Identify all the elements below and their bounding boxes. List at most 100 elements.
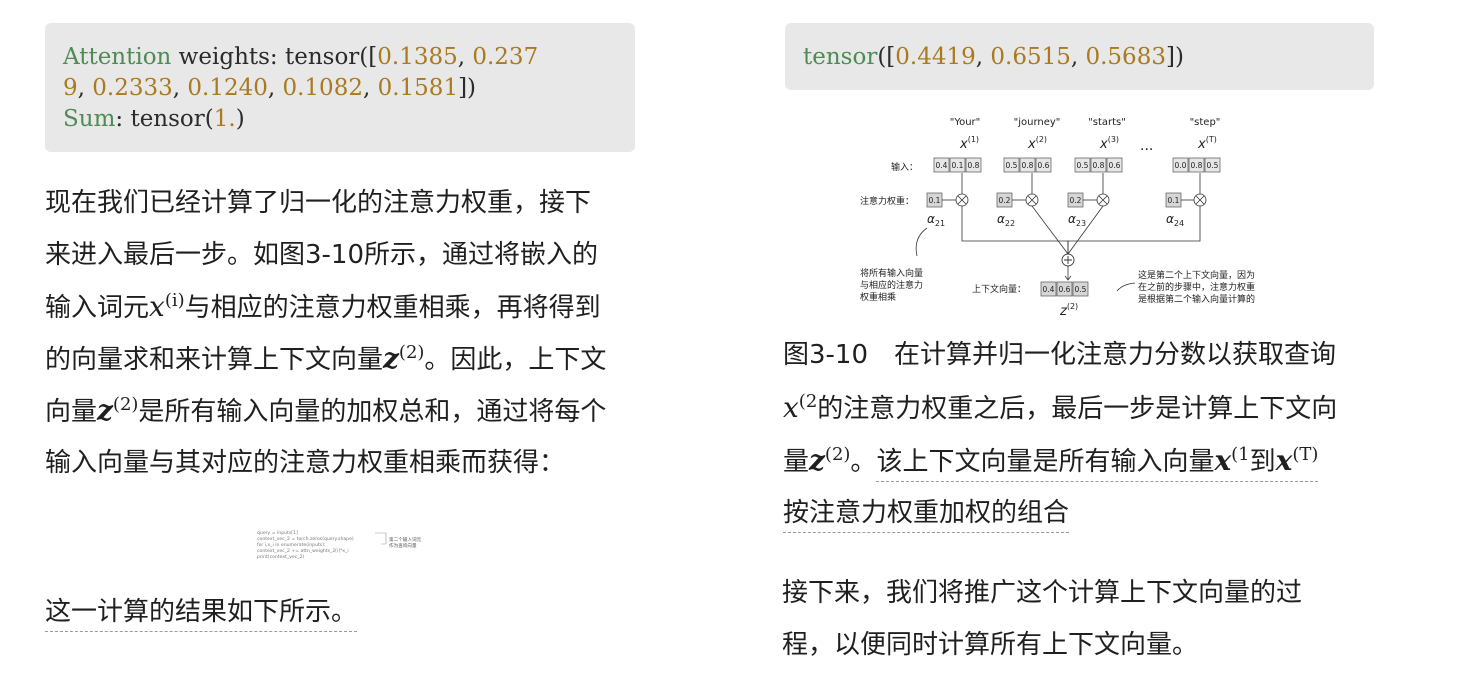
- input-value: 0.1: [952, 161, 964, 170]
- context-value: 0.5: [1075, 285, 1087, 294]
- alpha-label: α21: [927, 212, 945, 228]
- input-row-label: 输入：: [891, 161, 918, 173]
- x-label: x(3): [1099, 135, 1119, 152]
- attention-weights: 0.1 0.2 0.2 0.1: [926, 173, 1207, 208]
- text-run: 。: [850, 447, 877, 477]
- x-label: x(2): [1027, 135, 1047, 152]
- right-note: 这是第二个上下文向量，因为: [1138, 269, 1255, 281]
- context-value: 0.6: [1059, 285, 1071, 294]
- connector-line: [1067, 205, 1104, 255]
- input-box: [1090, 157, 1107, 173]
- text-run: 量: [783, 447, 810, 477]
- underlined-text: 按注意力权重加权的组合: [783, 498, 1070, 533]
- code-image-note: 第二个输入词元: [389, 536, 422, 543]
- weight-value: 0.2: [1070, 196, 1082, 205]
- weight-value: 0.1: [929, 196, 941, 205]
- paragraph-line: 来进入最后一步。如图3-10所示，通过将嵌入的: [45, 240, 599, 270]
- text-run: 的向量求和来计算上下文向量: [45, 345, 384, 375]
- code-listing-image: query = inputs[1] context_vec_2 = torch.…: [257, 530, 422, 560]
- callout-bracket: [375, 532, 387, 545]
- input-box: [1188, 157, 1205, 173]
- math-z: z: [97, 394, 113, 427]
- code-keyword: tensor: [803, 44, 878, 70]
- note-arrow-left: [915, 227, 928, 257]
- multiply-cross-icon: [957, 195, 967, 205]
- math-superscript: (2): [398, 342, 425, 363]
- input-value: 0.8: [968, 161, 980, 170]
- right-note: 是根据第二个输入向量计算的: [1138, 293, 1255, 305]
- left-note: 与相应的注意力: [860, 279, 923, 291]
- code-number: 0.4419: [895, 44, 976, 70]
- input-box: [1074, 157, 1091, 173]
- weight-value: 0.1: [1168, 196, 1180, 205]
- code-image-line: query = inputs[1]: [257, 530, 298, 536]
- body-paragraph-left: 现在我们已经计算了归一化的注意力权重，接下 来进入最后一步。如图3-10所示，通…: [45, 180, 645, 500]
- caption-line: x(2的注意力权重之后，最后一步是计算上下文向: [783, 388, 1337, 428]
- math-superscript: (2): [112, 394, 139, 415]
- code-text: ([: [877, 44, 896, 70]
- input-value: 0.5: [1207, 161, 1219, 170]
- code-number: 0.1581: [377, 75, 459, 101]
- math-superscript: (T): [1292, 444, 1319, 465]
- multiply-cross-icon: [1195, 195, 1205, 205]
- code-number: 0.2333: [92, 75, 173, 101]
- code-image-line: print(context_vec_2): [257, 554, 304, 560]
- caption-line: 按注意力权重加权的组合: [783, 493, 1070, 533]
- token-label: "journey": [1014, 117, 1061, 128]
- multiply-cross-icon: [1098, 195, 1108, 205]
- alpha-label: α24: [1166, 212, 1184, 228]
- input-box: [949, 157, 966, 173]
- caption-line: 图3-10 在计算并归一化注意力分数以获取查询: [783, 340, 1337, 370]
- left-note: 权重相乘: [860, 291, 896, 303]
- input-box: [1003, 157, 1020, 173]
- connector-line: [1067, 206, 1201, 254]
- paragraph-line: 接下来，我们将推广这个计算上下文向量的过: [782, 578, 1303, 608]
- code-number: 0.1082: [282, 75, 363, 101]
- plus-icon: [1064, 256, 1072, 264]
- context-box: [1072, 281, 1089, 297]
- code-number: 0.1240: [187, 75, 268, 101]
- input-value: 0.8: [1022, 161, 1034, 170]
- code-image-line: context_vec_2 = torch.zeros(query.shape): [257, 536, 354, 542]
- context-row-label: 上下文向量：: [972, 283, 1026, 295]
- input-value: 0.5: [1077, 161, 1089, 170]
- caption-line: 量z(2)。该上下文向量是所有输入向量x(1到x(T): [783, 441, 1319, 482]
- weight-value: 0.2: [999, 196, 1011, 205]
- input-box: [965, 157, 982, 173]
- code-image-note: 作为查询向量: [389, 542, 417, 549]
- multiply-cross-icon: [1027, 195, 1037, 205]
- connector-line: [1031, 205, 1069, 255]
- token-label: "Your": [950, 117, 981, 128]
- input-value: 0.5: [1006, 161, 1018, 170]
- token-label: "step": [1190, 117, 1221, 128]
- code-keyword: Attention: [63, 44, 172, 70]
- text-run: 与相应的注意力权重相乘，再将得到: [184, 293, 601, 323]
- code-output-attention-weights: Attention weights: tensor([0.1385, 0.237…: [45, 23, 635, 152]
- input-box: [1204, 157, 1221, 173]
- text-run: 输入词元: [45, 293, 150, 323]
- code-text: weights: tensor([: [171, 44, 378, 70]
- input-value: 0.8: [1093, 161, 1105, 170]
- figure-caption: 图3-10 在计算并归一化注意力分数以获取查询 x(2的注意力权重之后，最后一步…: [783, 335, 1383, 535]
- math-superscript: (2: [798, 391, 818, 412]
- alpha-label: α22: [997, 212, 1015, 228]
- underlined-text: 该上下文向量是所有输入向量x(1到x(T): [876, 444, 1319, 482]
- math-superscript: (2): [824, 444, 851, 465]
- alpha-label: α23: [1068, 212, 1086, 228]
- context-box: [1040, 281, 1057, 297]
- code-output-context-vector: tensor([0.4419, 0.6515, 0.5683]): [785, 23, 1374, 90]
- x-label: x(1): [959, 135, 979, 152]
- code-text: ]): [1165, 44, 1184, 70]
- paragraph-line: 现在我们已经计算了归一化的注意力权重，接下: [45, 188, 592, 218]
- token-label: "starts": [1088, 117, 1126, 128]
- code-image-line: context_vec_2 += attn_weights_2[i]*x_i: [257, 548, 349, 554]
- paragraph-line: 输入词元x(i)与相应的注意力权重相乘，再将得到: [45, 287, 601, 327]
- summation-lines: [915, 205, 1201, 292]
- input-box: [1172, 157, 1189, 173]
- math-x: x: [783, 391, 799, 424]
- math-z: z: [383, 342, 399, 375]
- math-x: x: [1275, 444, 1293, 477]
- figure-3-10-diagram: "Your" "journey" "starts" "step" x(1) x(…: [860, 117, 1255, 319]
